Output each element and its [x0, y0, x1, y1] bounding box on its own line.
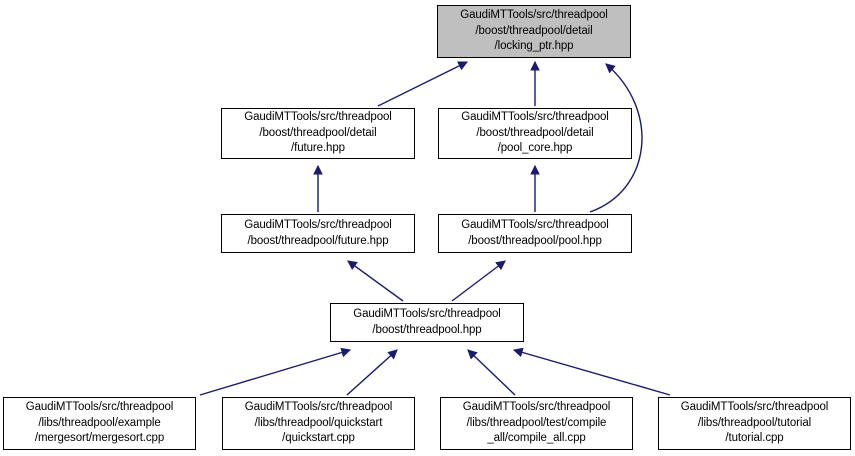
- edge-compile-all-to-threadpool: [467, 349, 516, 396]
- node-label: GaudiMTTools/src/threadpool /boost/threa…: [461, 219, 609, 247]
- node-detail-future-hpp[interactable]: GaudiMTTools/src/threadpool /boost/threa…: [221, 108, 415, 159]
- edge-threadpool-to-future: [347, 260, 404, 302]
- edge-mergesort-to-threadpool: [199, 347, 352, 396]
- node-mergesort-cpp[interactable]: GaudiMTTools/src/threadpool /libs/thread…: [3, 397, 196, 450]
- node-pool-hpp[interactable]: GaudiMTTools/src/threadpool /boost/threa…: [438, 214, 632, 253]
- node-compile-all-cpp[interactable]: GaudiMTTools/src/threadpool /libs/thread…: [440, 397, 633, 450]
- node-label: GaudiMTTools/src/threadpool /boost/threa…: [244, 219, 392, 247]
- node-label: GaudiMTTools/src/threadpool /boost/threa…: [353, 308, 501, 336]
- edge-quickstart-to-threadpool: [346, 349, 398, 396]
- node-threadpool-hpp[interactable]: GaudiMTTools/src/threadpool /boost/threa…: [330, 303, 524, 342]
- edge-threadpool-to-pool: [451, 260, 506, 302]
- node-label: GaudiMTTools/src/threadpool /libs/thread…: [680, 401, 829, 445]
- node-label: GaudiMTTools/src/threadpool /boost/threa…: [461, 111, 609, 155]
- node-detail-pool-core-hpp[interactable]: GaudiMTTools/src/threadpool /boost/threa…: [438, 108, 632, 159]
- node-label: GaudiMTTools/src/threadpool /boost/threa…: [460, 9, 608, 53]
- edge-tutorial-to-threadpool: [512, 347, 671, 396]
- node-label: GaudiMTTools/src/threadpool /libs/thread…: [25, 401, 174, 445]
- node-label: GaudiMTTools/src/threadpool /libs/thread…: [244, 401, 393, 445]
- node-label: GaudiMTTools/src/threadpool /boost/threa…: [244, 111, 392, 155]
- edge-detail-future-to-locking-ptr: [377, 61, 469, 107]
- node-quickstart-cpp[interactable]: GaudiMTTools/src/threadpool /libs/thread…: [222, 397, 415, 450]
- node-future-hpp[interactable]: GaudiMTTools/src/threadpool /boost/threa…: [221, 214, 415, 253]
- node-label: GaudiMTTools/src/threadpool /libs/thread…: [462, 401, 611, 445]
- node-locking-ptr-hpp[interactable]: GaudiMTTools/src/threadpool /boost/threa…: [437, 5, 631, 58]
- node-tutorial-cpp[interactable]: GaudiMTTools/src/threadpool /libs/thread…: [658, 397, 851, 450]
